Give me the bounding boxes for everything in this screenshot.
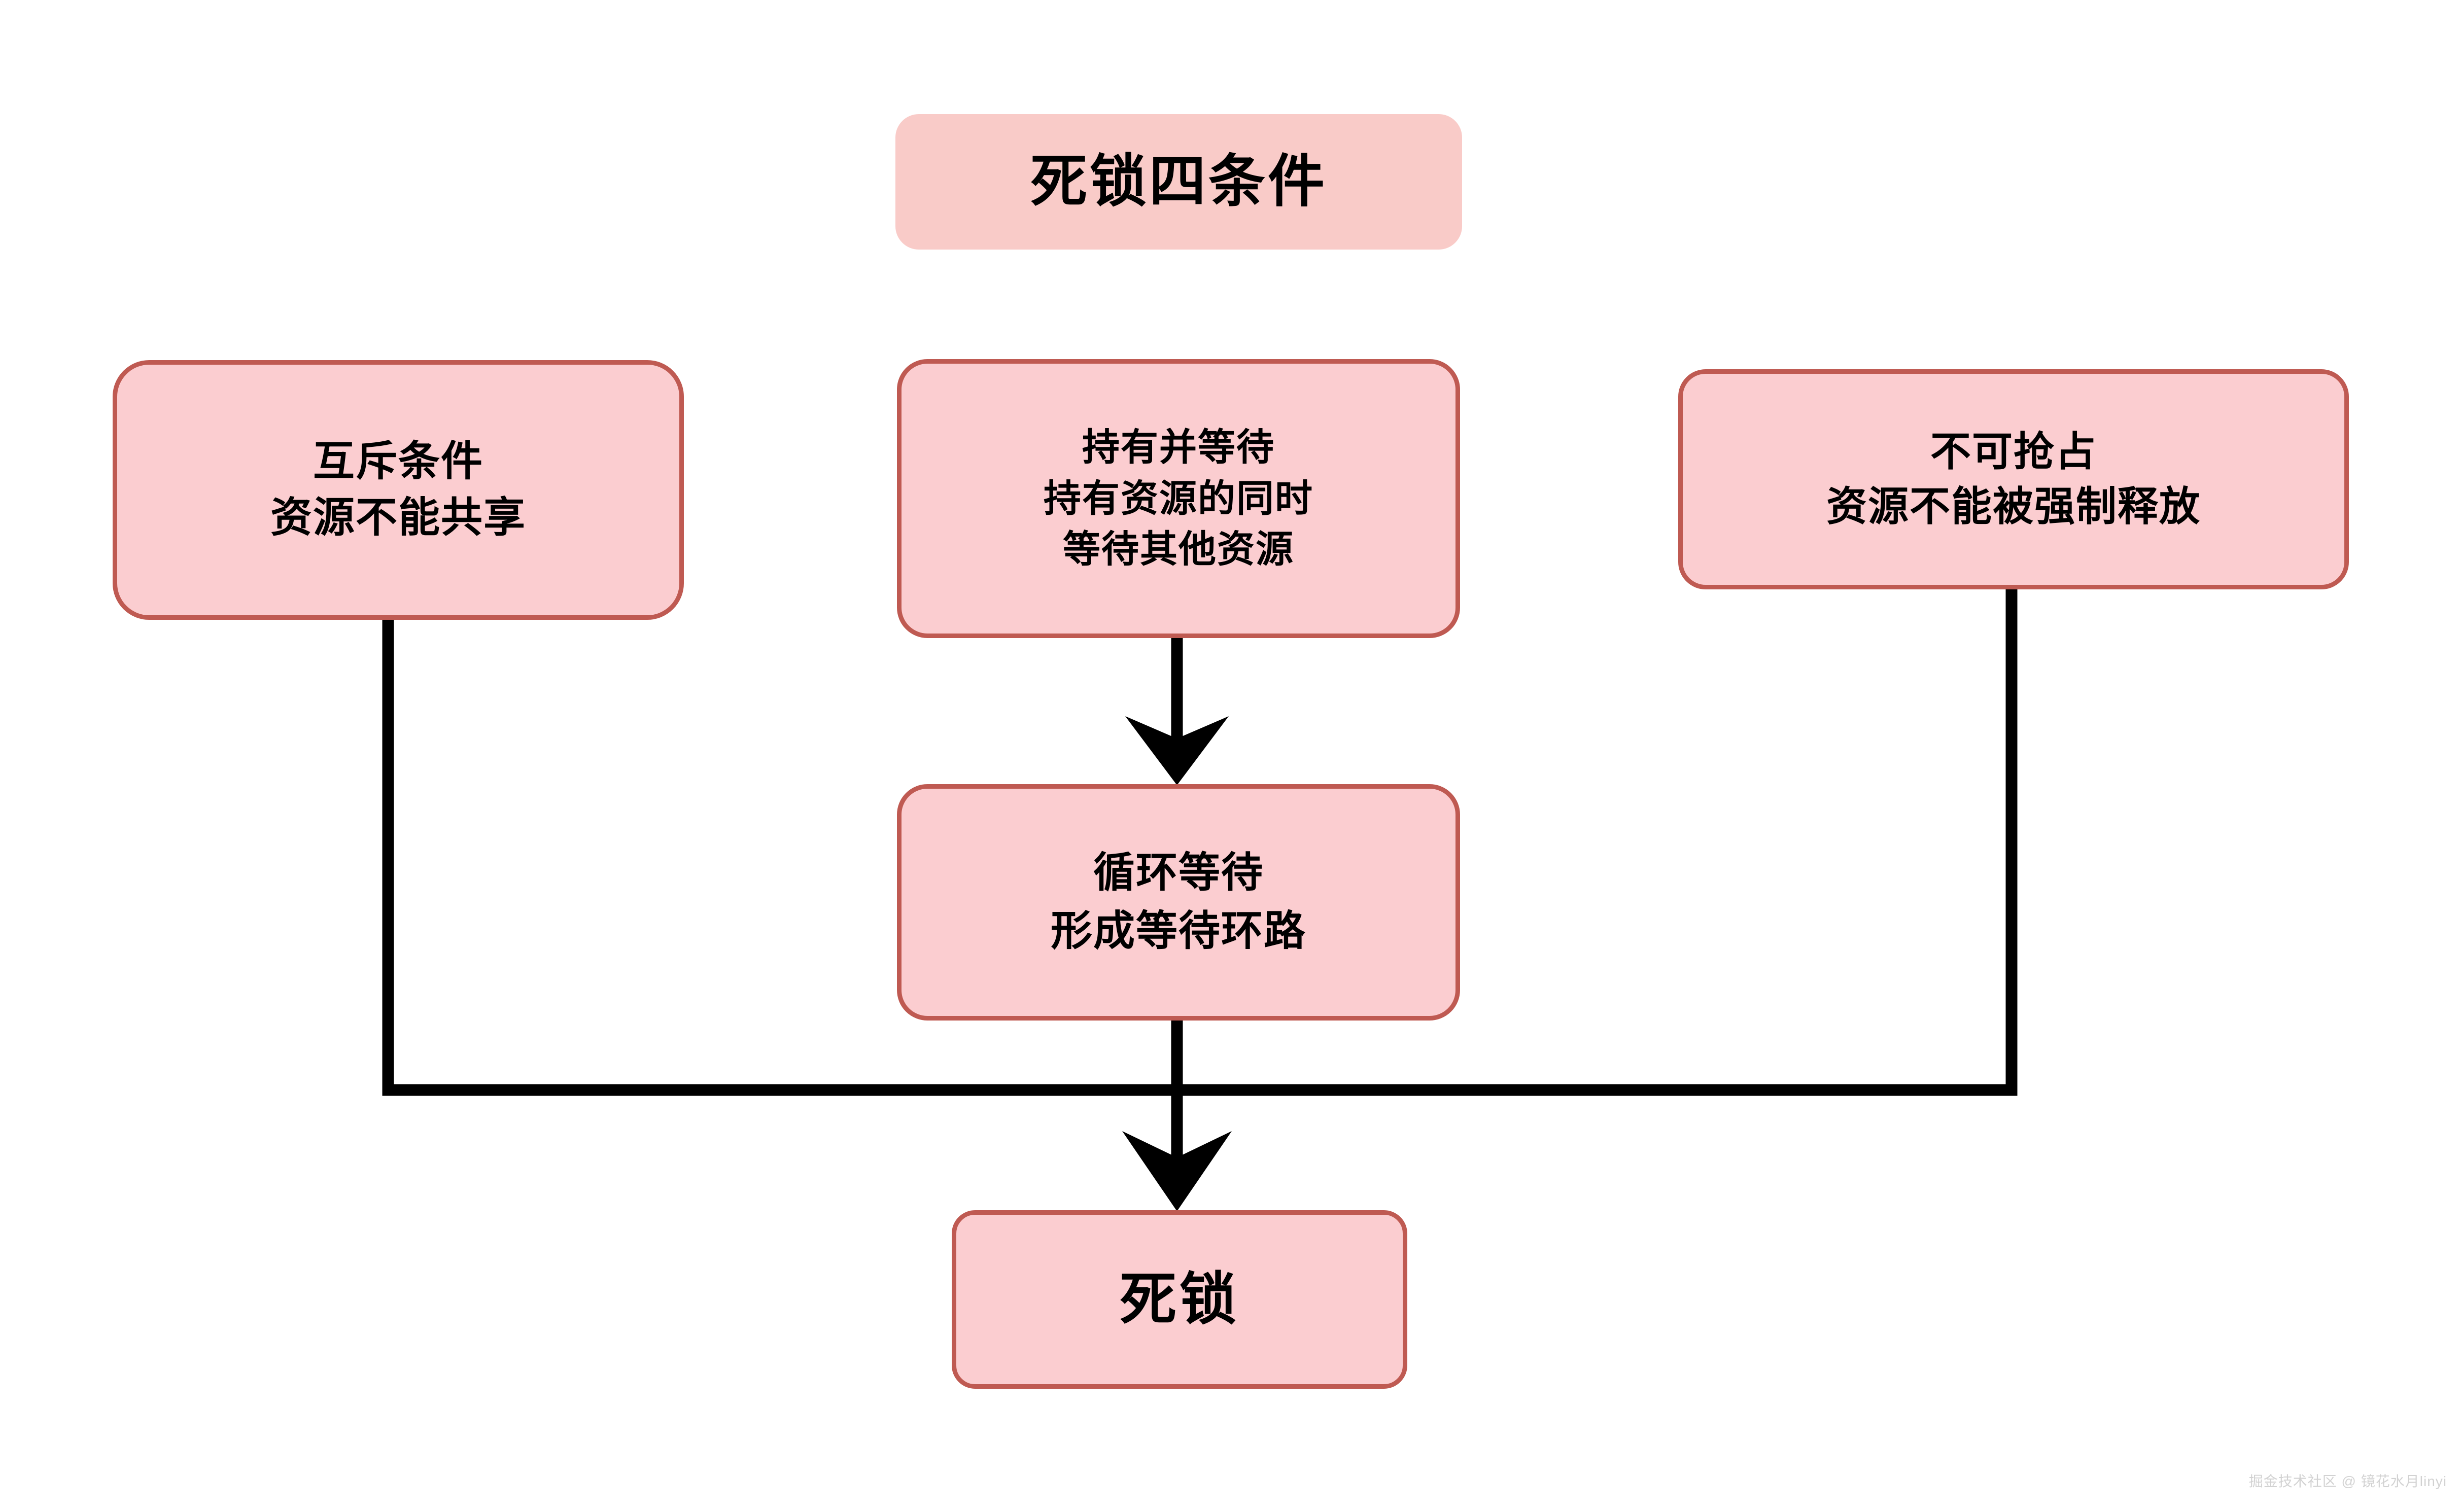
node-no-preemption[interactable]: 不可抢占 资源不能被强制释放 — [1678, 369, 2349, 589]
node-hold-and-wait-desc-line-2: 等待其他资源 — [1063, 528, 1294, 571]
node-mutual-exclusion-title: 互斥条件 — [313, 438, 483, 485]
node-no-preemption-title: 不可抢占 — [1930, 429, 2097, 474]
edge-circular-wait-to-deadlock-arrowhead — [1122, 1131, 1232, 1211]
node-hold-and-wait[interactable]: 持有并等待 持有资源的同时 等待其他资源 — [897, 359, 1460, 638]
edge-hold-wait-to-circular-wait-arrowhead — [1125, 716, 1229, 785]
diagram-title-text: 死锁四条件 — [1030, 150, 1327, 214]
node-circular-wait-desc: 形成等待环路 — [1050, 908, 1306, 954]
diagram-title-card: 死锁四条件 — [895, 114, 1462, 250]
node-deadlock-title: 死锁 — [1120, 1268, 1239, 1331]
node-mutual-exclusion-desc: 资源不能共享 — [270, 495, 526, 541]
node-circular-wait[interactable]: 循环等待 形成等待环路 — [897, 784, 1460, 1021]
node-mutual-exclusion[interactable]: 互斥条件 资源不能共享 — [113, 360, 684, 620]
watermark-text: 掘金技术社区 @ 镜花水月linyi — [2248, 1473, 2447, 1489]
node-no-preemption-desc: 资源不能被强制释放 — [1826, 484, 2201, 529]
node-circular-wait-title: 循环等待 — [1093, 850, 1264, 896]
node-deadlock[interactable]: 死锁 — [952, 1210, 1407, 1389]
node-hold-and-wait-title: 持有并等待 — [1082, 426, 1275, 469]
node-hold-and-wait-desc-line-1: 持有资源的同时 — [1044, 477, 1313, 519]
